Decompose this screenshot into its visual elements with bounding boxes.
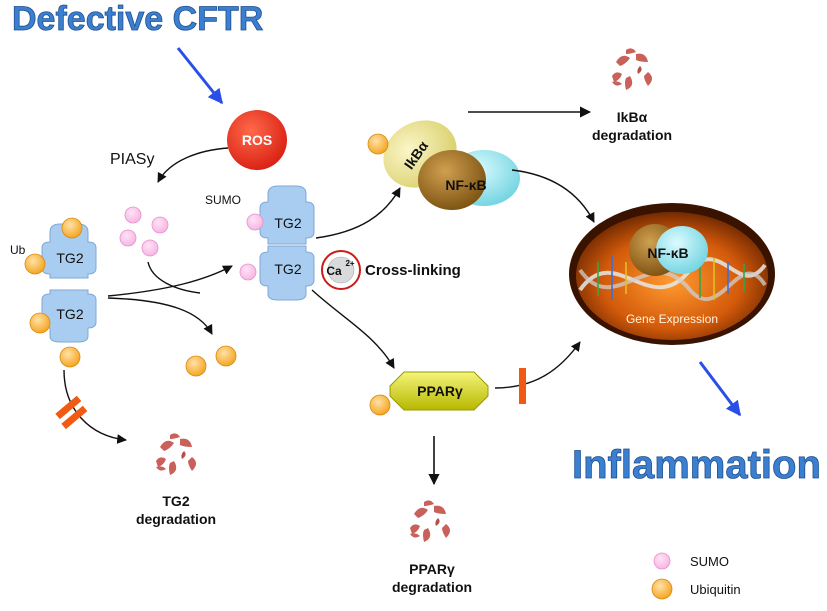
- ppar-degradation-line2: degradation: [392, 579, 472, 595]
- ubiquitin-ball: [59, 346, 81, 368]
- arrow-ppar-to-nucleus: [494, 341, 581, 389]
- ubiquitin-ball: [215, 345, 237, 367]
- ikba-degradation-line2: degradation: [592, 127, 672, 143]
- ros-label: ROS: [242, 132, 272, 148]
- sumo-ball: [246, 213, 264, 231]
- ikba-degradation-line1: IkBα: [617, 109, 648, 125]
- arrow-tg2-to-ikb: [315, 187, 401, 239]
- ubiquitin-ball: [24, 253, 46, 275]
- calcium-symbol: Ca: [326, 264, 342, 278]
- nfkb-label: NF-κB: [445, 177, 486, 193]
- ubiquitin-ball: [367, 133, 389, 155]
- arrow-tg2-to-ppar: [311, 289, 395, 369]
- tg2-dimer-sumoylated: [259, 185, 315, 301]
- sumo-ball: [239, 263, 257, 281]
- blue-arrow-to-ros: [176, 47, 224, 105]
- tg2-label: TG2: [56, 250, 83, 266]
- ubiquitin-ball: [29, 312, 51, 334]
- inflammation-label: Inflammation: [572, 443, 821, 487]
- tg2-dimer-ubiquitinated: [41, 223, 97, 343]
- tg2-label: TG2: [56, 306, 83, 322]
- arrow-sumo-merge: [147, 261, 201, 294]
- arrow-release-ubiquitin: [107, 297, 213, 335]
- legend-ubiquitin-icon: [651, 578, 673, 600]
- nucleus-gene-expression: [569, 203, 775, 345]
- legend-sumo-icon: [653, 552, 671, 570]
- sumo-ball: [124, 206, 142, 224]
- nfkb-nuclear-label: NF-κB: [647, 245, 688, 261]
- arrow-ros-to-sumo: [157, 147, 229, 183]
- sumo-ball: [151, 216, 169, 234]
- ikba-debris: [612, 48, 652, 90]
- tg2-degradation-line1: TG2: [162, 493, 189, 509]
- piasy-label: PIASy: [110, 151, 154, 168]
- tg2-degradation-line2: degradation: [136, 511, 216, 527]
- sumo-label: SUMO: [205, 193, 241, 207]
- ppar-label: PPARγ: [417, 383, 463, 399]
- legend-sumo-label: SUMO: [690, 554, 729, 569]
- crosslinking-label: Cross-linking: [365, 262, 461, 279]
- sumo-ball: [119, 229, 137, 247]
- legend: SUMO Ubiquitin: [651, 552, 741, 600]
- ubiquitin-ball: [185, 355, 207, 377]
- blue-arrow-to-inflammation: [698, 361, 742, 417]
- gene-expression-label: Gene Expression: [626, 312, 718, 326]
- sumo-ball: [141, 239, 159, 257]
- calcium-label: Ca: [326, 264, 342, 278]
- ppar-debris: [410, 500, 450, 542]
- arrow-tg2-degradation: [63, 369, 127, 444]
- ros-node: [227, 110, 287, 170]
- ppar-degradation-line1: PPARγ: [409, 561, 455, 577]
- arrow-tg2-to-sumoylated: [107, 265, 233, 297]
- legend-ubiquitin-label: Ubiquitin: [690, 582, 741, 597]
- tg2-label: TG2: [274, 215, 301, 231]
- ubiquitin-ball: [61, 217, 83, 239]
- arrow-nfkb-to-nucleus: [511, 169, 595, 223]
- inhibition-mark: [519, 368, 526, 404]
- inhibition-mark: [55, 395, 88, 430]
- tg2-debris: [156, 433, 196, 475]
- tg2-label: TG2: [274, 261, 301, 277]
- calcium-charge: 2+: [345, 259, 354, 268]
- title-defective-cftr: Defective CFTR: [12, 0, 263, 38]
- ub-label: Ub: [10, 243, 26, 257]
- ppar-node: [389, 371, 489, 411]
- ubiquitin-ball: [369, 394, 391, 416]
- ikb-nfkb-complex: [383, 120, 520, 210]
- calcium-core: [327, 256, 355, 284]
